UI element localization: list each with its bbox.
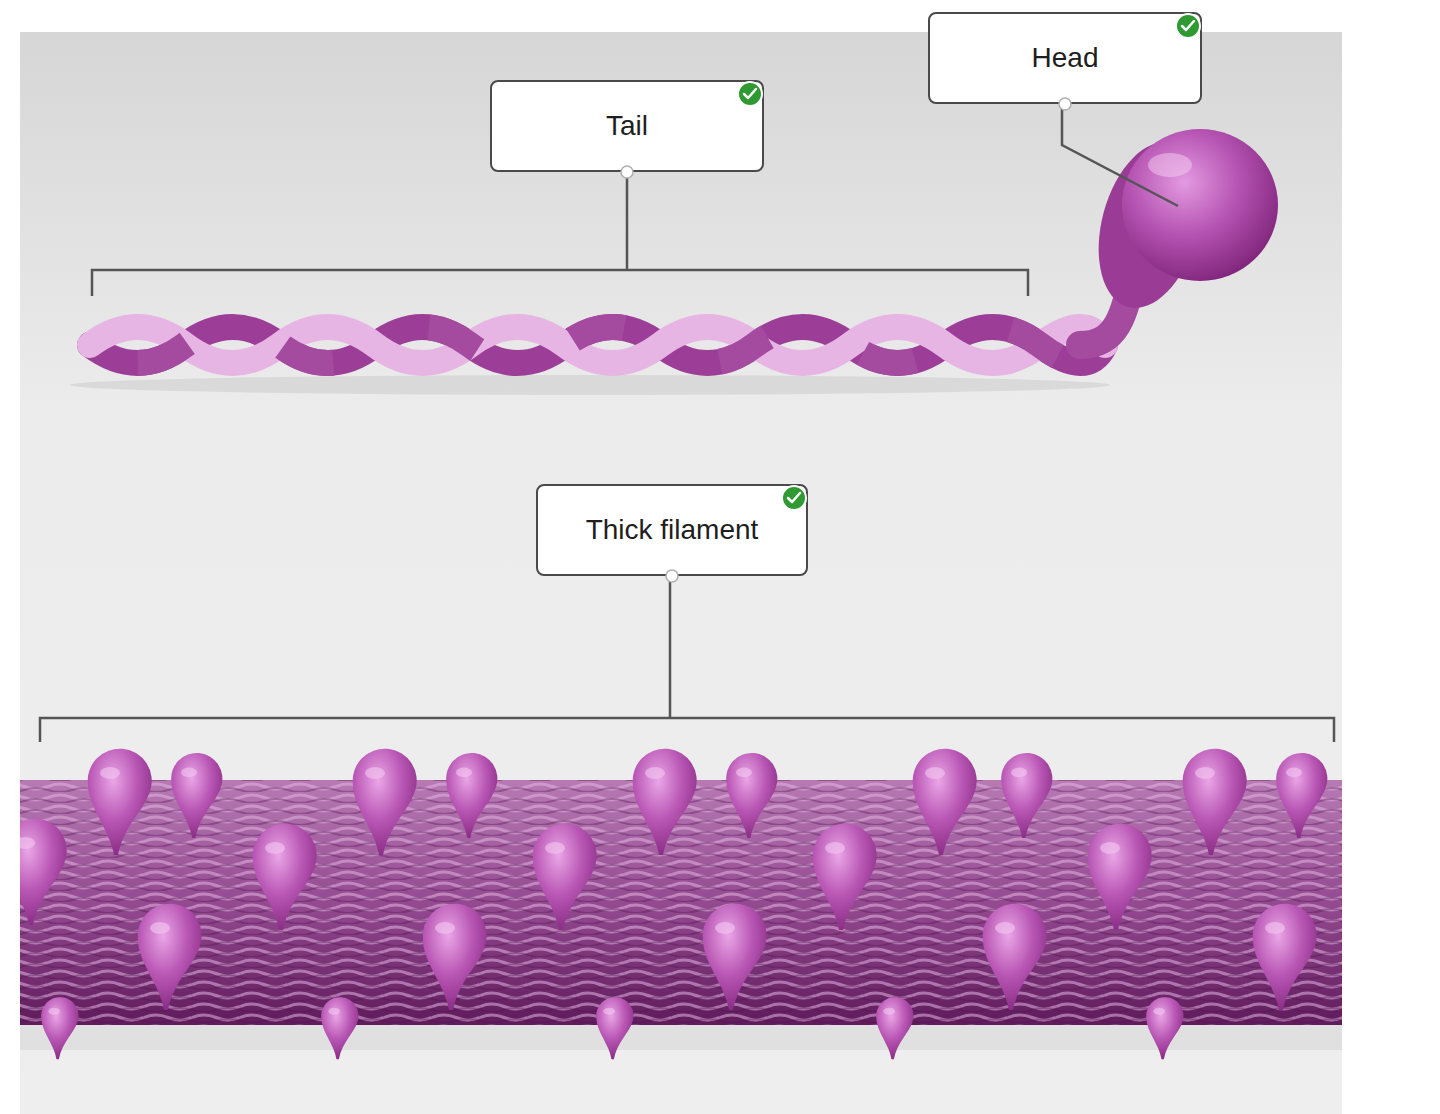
check-badge [621,82,762,178]
myosin-tail [70,265,1135,395]
label-text: Head [1032,41,1099,75]
thick-filament [20,749,1342,1059]
check-tick [744,89,756,98]
anchor-dot [1059,98,1071,110]
check-circle [782,486,806,510]
check-badge [666,486,806,582]
label-text: Thick filament [586,513,759,547]
check-tick [1182,21,1194,30]
check-circle [738,82,762,106]
background-panel [20,32,1342,1114]
anchor-dot [621,166,633,178]
label-box: Head [928,12,1202,104]
leader-lines [40,108,1334,742]
anchor-dot [666,570,678,582]
label-box: Tail [490,80,764,172]
myosin-head [1082,129,1278,320]
check-circle [1176,14,1200,38]
label-text: Tail [606,109,648,143]
check-badge [1059,14,1200,110]
check-tick [788,493,800,502]
label-box: Thick filament [536,484,808,576]
